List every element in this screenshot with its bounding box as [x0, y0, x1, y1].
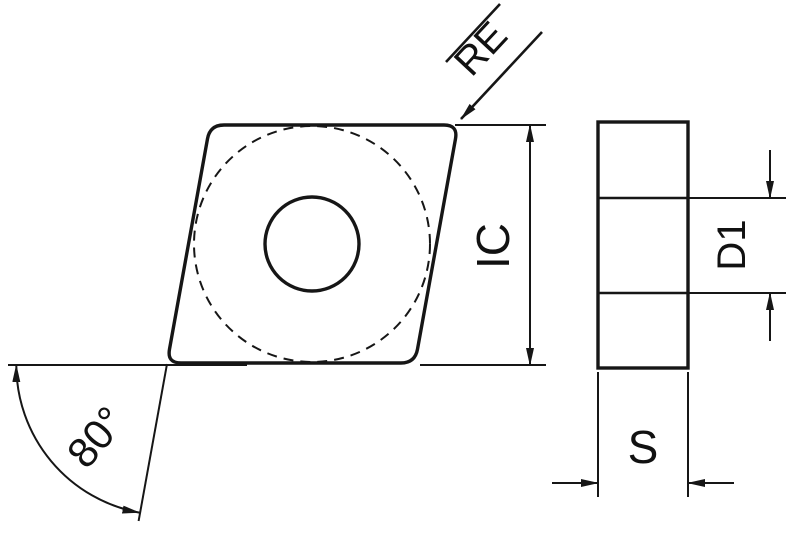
side-view: [596, 120, 690, 370]
d1-label: D1: [710, 219, 754, 270]
angle-dimension: 80°: [8, 363, 247, 522]
ic-label: IC: [467, 223, 519, 269]
re-parallel-line: [445, 3, 501, 63]
side-hole-band: [600, 198, 686, 293]
center-hole: [263, 195, 361, 293]
ic-dimension: IC: [420, 124, 546, 366]
d1-dimension: D1: [688, 150, 786, 341]
insert-outline: [167, 123, 458, 365]
side-outline: [596, 120, 690, 370]
angle-label: 80°: [58, 398, 135, 477]
edge-extension-line: [137, 363, 168, 522]
re-callout: RE: [445, 3, 543, 120]
s-dimension: S: [552, 372, 734, 497]
s-label: S: [628, 421, 659, 473]
angle-arc: [12, 364, 141, 514]
front-view: [167, 123, 458, 365]
inscribed-circle-dashed: [193, 125, 431, 363]
re-label: RE: [446, 14, 516, 85]
re-leader-line: [460, 31, 543, 120]
